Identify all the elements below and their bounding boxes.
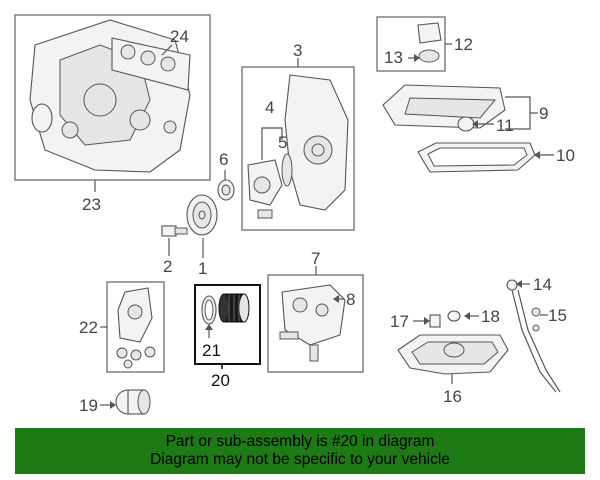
seal-6: 6 [217, 150, 235, 201]
callout-5: 5 [278, 133, 287, 152]
banner-line-1: Part or sub-assembly is #20 in diagram [165, 433, 435, 450]
callout-2: 2 [163, 257, 172, 276]
cap-gasket [418, 49, 440, 63]
oil-pump-assembly-group: 7 8 [267, 249, 364, 373]
timing-case-group: 3 4 5 [241, 41, 355, 231]
callout-22: 22 [79, 318, 98, 337]
group-frame-23 [14, 14, 211, 181]
callout-23: 23 [82, 195, 101, 214]
valve-cover-9: 9 11 10 [382, 84, 575, 173]
oil-filter-group-20: 21 20 [194, 284, 261, 390]
callout-21: 21 [202, 341, 221, 360]
callout-4: 4 [265, 98, 274, 117]
callout-24: 24 [170, 27, 189, 46]
parts-diagram: 24 23 3 4 5 6 1 2 [14, 14, 575, 415]
callout-12: 12 [454, 35, 473, 54]
dipstick-handle [506, 279, 518, 291]
oil-pump-group: 22 [79, 281, 165, 373]
banner-line-2: Diagram may not be specific to your vehi… [150, 451, 450, 468]
callout-9: 9 [539, 104, 548, 123]
timing-cover-group: 24 23 [14, 14, 211, 214]
callout-18: 18 [481, 307, 500, 326]
callout-7: 7 [311, 249, 320, 268]
bolt-2: 2 [161, 225, 188, 276]
callout-15: 15 [548, 306, 567, 325]
oil-pan-16: 16 17 18 [390, 307, 509, 406]
callout-16: 16 [443, 387, 462, 406]
oil-filler-cap [417, 22, 442, 44]
drain-plug-gasket [447, 310, 461, 322]
seal-ring [31, 103, 53, 133]
callout-6: 6 [219, 150, 228, 169]
dipstick-rod [511, 289, 557, 393]
drain-bolt [429, 314, 441, 328]
oil-filter-element [218, 293, 250, 323]
dipstick-14: 14 15 [506, 275, 567, 393]
callout-13: 13 [384, 48, 403, 67]
callout-20: 20 [211, 371, 230, 390]
crank-pulley-1: 1 [186, 194, 218, 278]
plug-seal [457, 116, 475, 132]
part-19: 19 [79, 389, 151, 415]
callout-11: 11 [496, 116, 514, 135]
callout-1: 1 [198, 259, 207, 278]
callout-19: 19 [79, 396, 98, 415]
oil-cap-group: 12 13 [376, 16, 473, 72]
callout-17: 17 [390, 312, 409, 331]
info-banner: Part or sub-assembly is #20 in diagram D… [15, 428, 585, 474]
callout-14: 14 [533, 275, 552, 294]
highlight-frame-20 [194, 284, 261, 365]
callout-3: 3 [293, 41, 302, 60]
callout-8: 8 [346, 290, 355, 309]
callout-10: 10 [556, 146, 575, 165]
